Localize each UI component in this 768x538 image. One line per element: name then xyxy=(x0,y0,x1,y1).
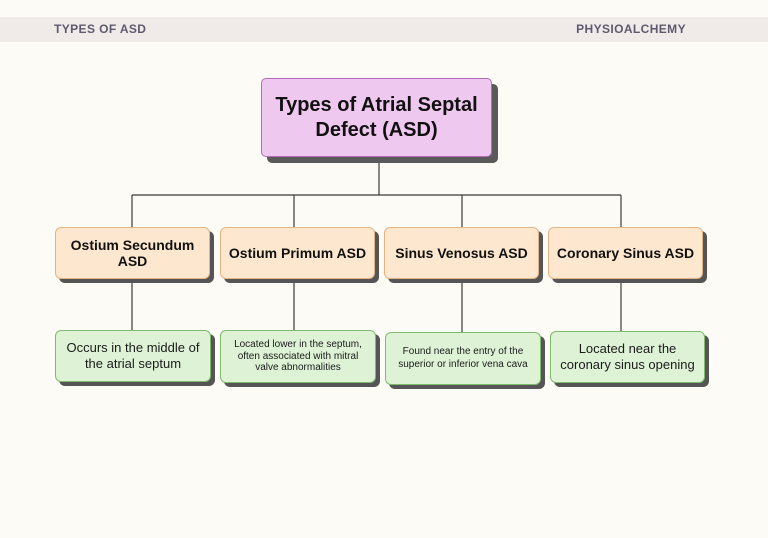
root-node-label: Types of Atrial Septal Defect (ASD) xyxy=(275,93,478,141)
brand-name: PHYSIOALCHEMY xyxy=(576,22,686,36)
type-node-ostium-primum: Ostium Primum ASD xyxy=(220,227,375,279)
type-node-sinus-venosus: Sinus Venosus ASD xyxy=(384,227,539,279)
type-node-label: Ostium Primum ASD xyxy=(228,245,367,261)
type-node-label: Ostium Secundum ASD xyxy=(70,237,195,269)
description-text: Located near the coronary sinus opening xyxy=(560,341,695,372)
type-node-coronary-sinus: Coronary Sinus ASD xyxy=(548,227,703,279)
description-node-coronary-sinus: Located near the coronary sinus opening xyxy=(550,331,705,383)
description-text: Found near the entry of the superior or … xyxy=(398,346,528,370)
description-node-ostium-primum: Located lower in the septum, often assoc… xyxy=(220,330,376,383)
description-text: Occurs in the middle of the atrial septu… xyxy=(66,340,200,371)
type-node-ostium-secundum: Ostium Secundum ASD xyxy=(55,227,210,279)
description-node-ostium-secundum: Occurs in the middle of the atrial septu… xyxy=(55,330,211,382)
description-text: Located lower in the septum, often assoc… xyxy=(234,339,362,374)
type-node-label: Coronary Sinus ASD xyxy=(556,245,695,261)
type-node-label: Sinus Venosus ASD xyxy=(395,245,528,261)
root-node: Types of Atrial Septal Defect (ASD) xyxy=(261,78,492,157)
header-title: TYPES OF ASD xyxy=(54,22,147,36)
header-bar: TYPES OF ASD PHYSIOALCHEMY xyxy=(0,17,768,42)
description-node-sinus-venosus: Found near the entry of the superior or … xyxy=(385,332,541,385)
